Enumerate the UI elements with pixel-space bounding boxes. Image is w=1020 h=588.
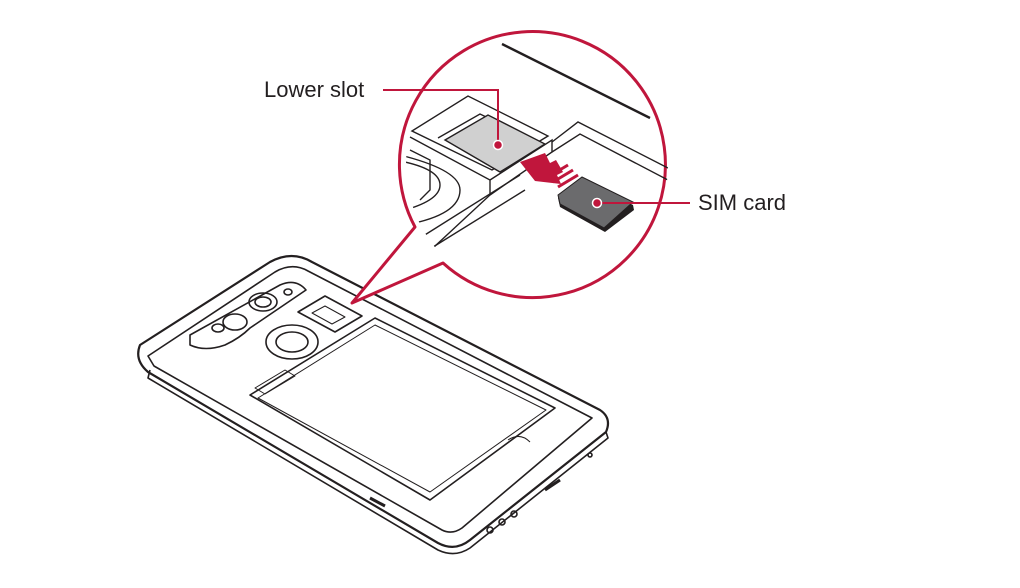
magnified-callout [350, 30, 668, 305]
leader-lines [383, 89, 690, 204]
camera-module [189, 281, 307, 350]
phone-body [137, 254, 610, 555]
sim-card-marker [591, 197, 603, 209]
insert-arrow-icon [520, 153, 579, 189]
lower-slot-marker [492, 139, 504, 151]
sim-card-label: SIM card [698, 190, 786, 215]
sim-slot-area [297, 295, 363, 333]
lower-slot-leader [383, 89, 499, 145]
battery [249, 317, 556, 501]
lower-slot-label: Lower slot [264, 77, 364, 102]
